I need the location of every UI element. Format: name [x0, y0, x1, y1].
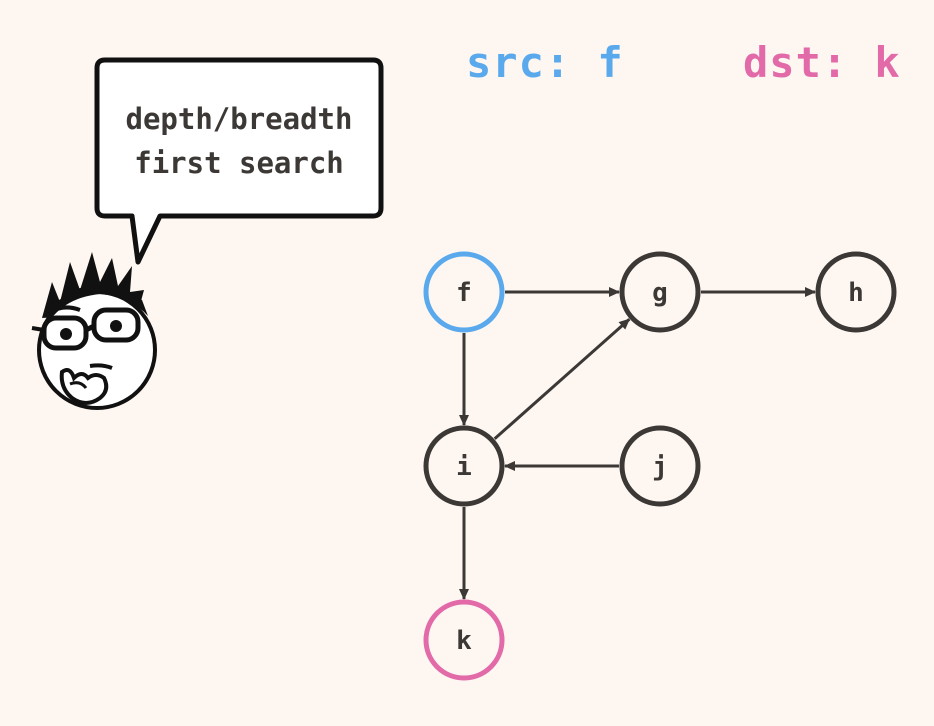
source-label: src: f [466, 38, 624, 87]
speech-bubble-line-1: depth/breadth [126, 102, 353, 136]
node-k: k [423, 599, 505, 681]
node-label-f: f [456, 278, 472, 308]
node-f: f [423, 251, 505, 333]
node-circle-g [619, 251, 701, 333]
node-label-i: i [456, 452, 472, 482]
graph-nodes: f g h i j k [423, 251, 897, 681]
speech-bubble: depth/breadth first search [94, 57, 384, 265]
node-label-j: j [652, 452, 668, 482]
node-circle-h [815, 251, 897, 333]
speech-bubble-line-2: first search [134, 146, 344, 180]
node-circle-j [619, 425, 701, 507]
node-h: h [815, 251, 897, 333]
edge-i-to-g [493, 318, 631, 440]
destination-label: dst: k [743, 38, 901, 87]
node-circle-i [423, 425, 505, 507]
node-circle-f [423, 251, 505, 333]
node-label-k: k [456, 626, 472, 656]
node-i: i [423, 425, 505, 507]
node-j: j [619, 425, 701, 507]
node-label-h: h [848, 278, 864, 308]
node-g: g [619, 251, 701, 333]
thinking-person-icon [31, 252, 157, 410]
node-circle-k [423, 599, 505, 681]
node-label-g: g [652, 278, 668, 308]
graph-edges [459, 287, 816, 600]
